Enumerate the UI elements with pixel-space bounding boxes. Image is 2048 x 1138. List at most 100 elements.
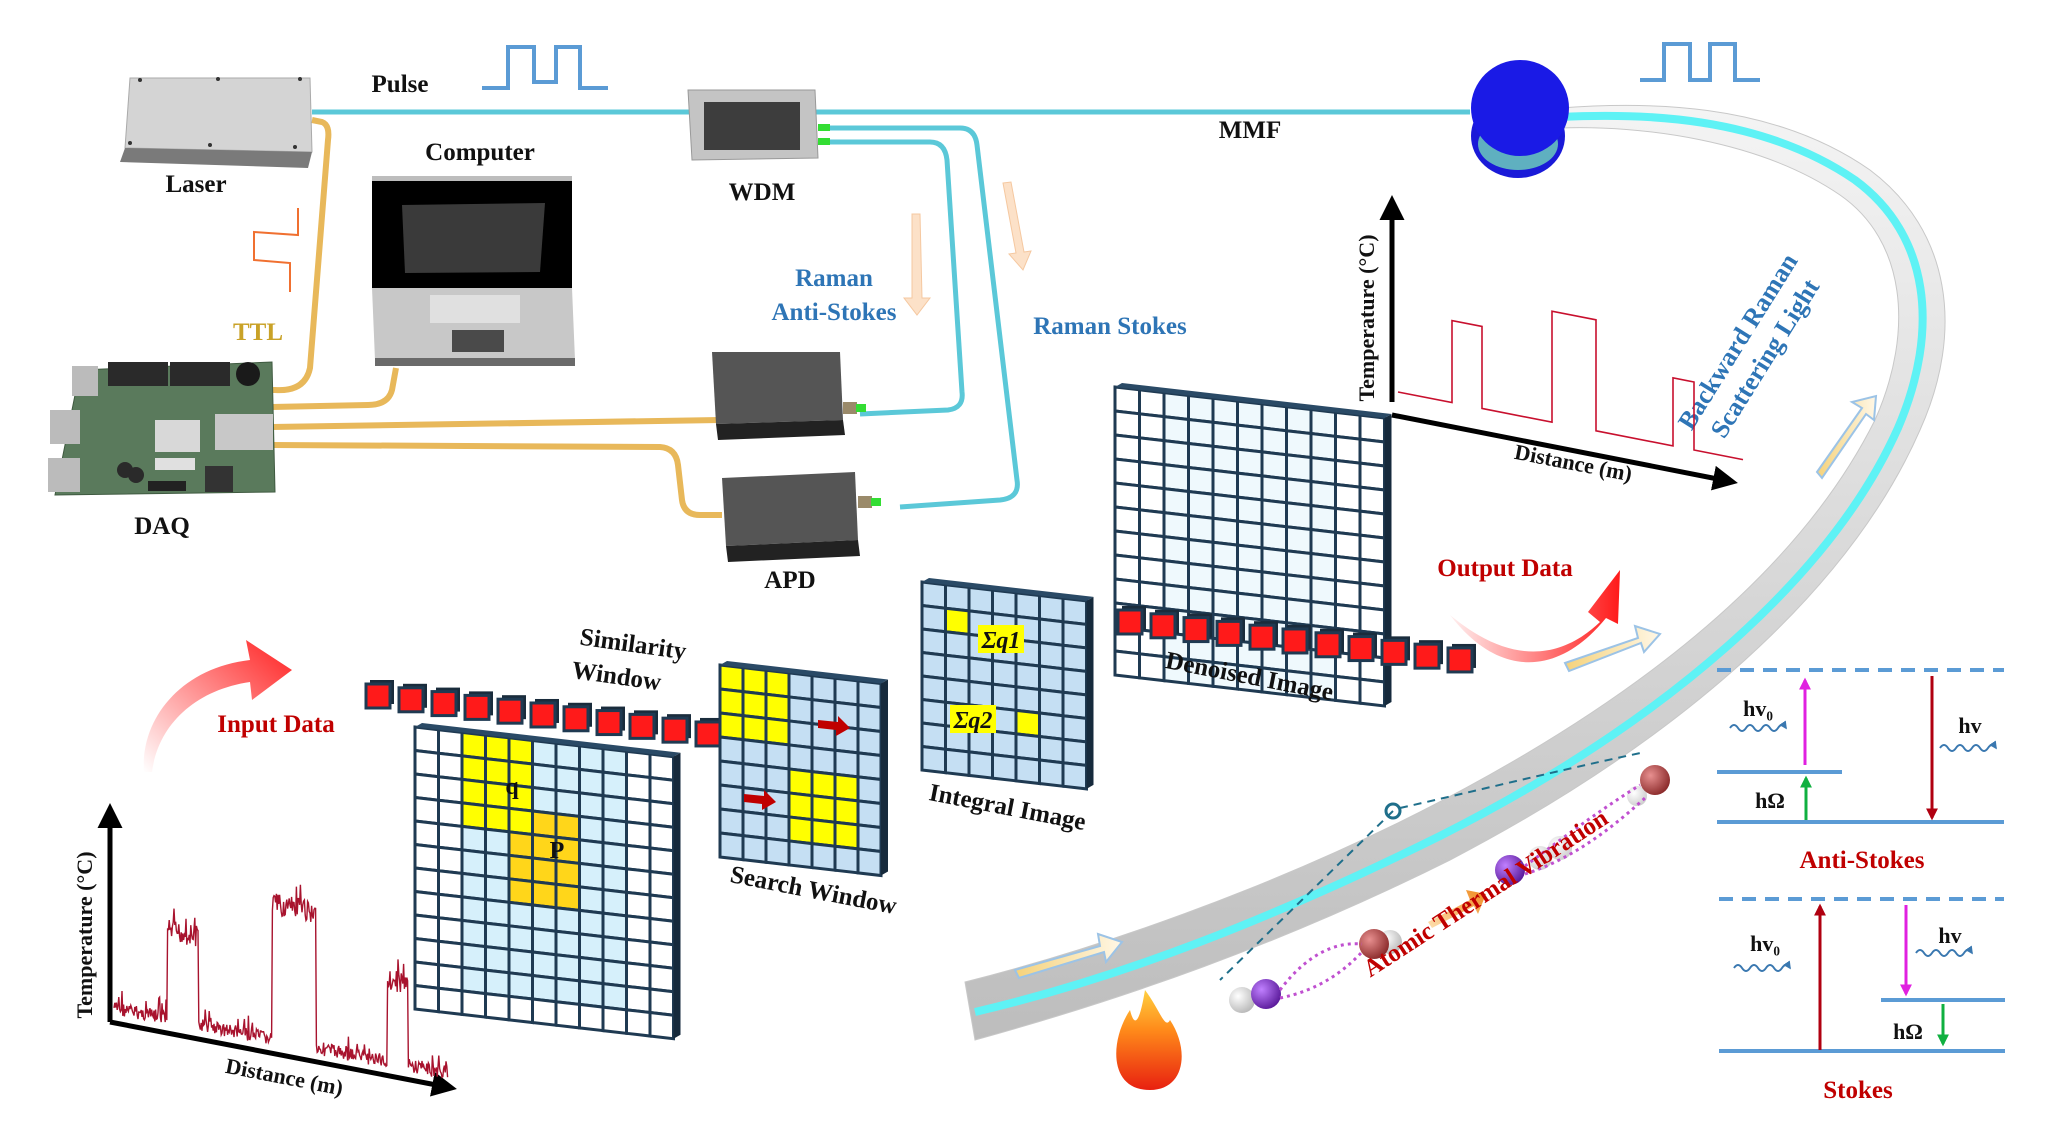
- grid-cell: [920, 721, 947, 751]
- grid-cell: [787, 839, 814, 870]
- grid-cell: [437, 986, 464, 1017]
- pixel-block: [1281, 627, 1309, 655]
- grid-cell: [437, 916, 464, 946]
- ttl-waveform-icon: [253, 208, 299, 292]
- grid-cell: [944, 653, 971, 684]
- grid-cell: [1113, 577, 1141, 608]
- grid-cell: [833, 844, 860, 875]
- grid-cell: [554, 741, 581, 772]
- grid-cell: [437, 963, 464, 993]
- grid-cell: [856, 799, 883, 830]
- grid-cell: [1162, 462, 1190, 494]
- grid-cell: [507, 994, 534, 1025]
- grid-cell: [507, 924, 534, 954]
- sum-q2-label: Σq2: [953, 708, 993, 734]
- pixel-block: [1215, 619, 1243, 647]
- grid-cell: [507, 830, 534, 860]
- pixel-block: [1149, 612, 1177, 640]
- grid-cell: [578, 1002, 605, 1033]
- grid-cell: [601, 911, 628, 942]
- grid-cell: [601, 934, 628, 965]
- grid-cell: [1061, 690, 1088, 721]
- laser-device: [120, 77, 313, 168]
- grid-cell: [1014, 755, 1041, 786]
- grid-cell: [718, 831, 745, 862]
- noisy-temperature-chart: Temperature (°C) Distance (m): [72, 803, 457, 1100]
- noisy-x-axis: [109, 1019, 457, 1097]
- grid-cell: [920, 603, 947, 634]
- grid-cell: [1162, 438, 1190, 470]
- grid-cell: [413, 913, 440, 943]
- grid-cell: [741, 737, 768, 768]
- grid-cell: [648, 799, 675, 829]
- grid-cell: [1260, 402, 1288, 433]
- grid-cell: [1038, 664, 1065, 694]
- grid-cell: [1138, 460, 1166, 491]
- grid-cell: [833, 796, 860, 827]
- grid-cell: [625, 937, 652, 968]
- grid-cell: [413, 889, 440, 920]
- grid-cell: [554, 1000, 581, 1030]
- grid-cell: [648, 775, 675, 806]
- grid-cell: [507, 853, 534, 884]
- grid-cell: [741, 761, 768, 792]
- grid-cell: [1113, 457, 1141, 488]
- grid-cell: [648, 940, 675, 970]
- grid-cell: [1061, 667, 1088, 697]
- grid-cell: [648, 752, 675, 782]
- grid-cell: [625, 984, 652, 1015]
- grid-cell: [1162, 558, 1190, 590]
- grid-cell: [625, 914, 652, 944]
- incident-photon-icon: [1733, 960, 1791, 972]
- pixel-block: [1413, 642, 1441, 670]
- grid-cell: [1113, 553, 1141, 584]
- grid-cell: [1334, 674, 1362, 705]
- grid-cell: [920, 627, 947, 657]
- pixel-block: [1380, 638, 1408, 666]
- grid-cell: [1309, 503, 1337, 535]
- pixel-block: [496, 697, 524, 725]
- grid-cell: [1162, 534, 1190, 566]
- grid-cell: [1138, 412, 1166, 443]
- grid-cell: [1138, 556, 1166, 587]
- grid-cell: [437, 845, 464, 876]
- grid-cell: [648, 963, 675, 994]
- grid-cell: [413, 748, 440, 779]
- grid-cell: [554, 882, 581, 913]
- grid-cell: [967, 750, 994, 780]
- grid-cell: [1358, 437, 1386, 468]
- grid-cell: [764, 692, 791, 723]
- grid-cell: [1038, 758, 1065, 788]
- grid-cell: [718, 759, 745, 790]
- grid-cell: [1014, 732, 1041, 762]
- patch-q-label: q: [505, 774, 519, 800]
- grid-cell: [1038, 711, 1065, 741]
- grid-cell: [578, 838, 605, 868]
- grid-cell: [967, 656, 994, 686]
- grid-cell: [833, 772, 860, 803]
- grid-cell: [625, 843, 652, 874]
- daq-apd2-cable: [271, 442, 722, 518]
- grid-cell: [601, 793, 628, 824]
- grid-cell: [484, 733, 511, 763]
- grid-cell: [856, 727, 883, 758]
- sum-q1-bg: [978, 625, 1024, 653]
- grid-cell: [1113, 529, 1141, 560]
- grid-cell: [1187, 465, 1215, 496]
- grid-cell: [718, 735, 745, 766]
- grid-cell: [810, 841, 837, 872]
- grid-cell: [578, 979, 605, 1009]
- sensing-point-icon: [1384, 802, 1402, 820]
- grid-cell: [718, 687, 745, 718]
- raman-stokes-label: Raman Stokes: [1033, 313, 1187, 340]
- grid-cell: [1260, 570, 1288, 601]
- raman-anti-stokes-label-1: Raman: [795, 265, 873, 292]
- grid-cell: [1113, 409, 1141, 440]
- grid-cell: [1113, 385, 1141, 416]
- grid-cell: [1014, 661, 1041, 692]
- grid-cell: [507, 736, 534, 766]
- grid-cell: [787, 815, 814, 846]
- ideal-x-label: Distance (m): [1513, 439, 1635, 486]
